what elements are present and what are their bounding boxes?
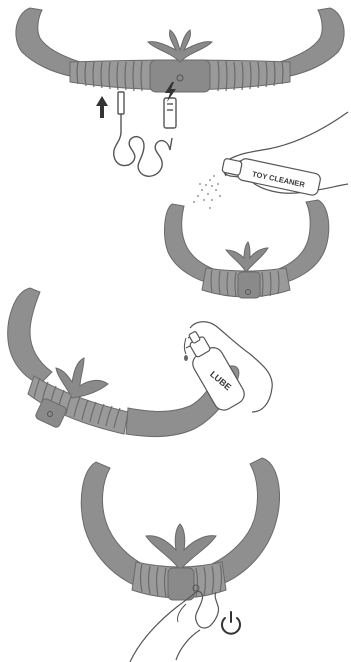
step-lube: LUBE bbox=[8, 288, 273, 436]
step-charging bbox=[16, 8, 344, 176]
device-clit-stimulator bbox=[146, 524, 216, 570]
step-cleaning: TOY CLEANER bbox=[165, 112, 348, 298]
step-power-on bbox=[81, 458, 279, 662]
device-clit-stimulator bbox=[148, 30, 212, 62]
power-icon bbox=[222, 612, 240, 634]
spray-mist bbox=[193, 175, 221, 209]
device-clit-stimulator bbox=[226, 242, 268, 272]
hand-outline bbox=[130, 591, 219, 662]
device-left-arm bbox=[8, 288, 52, 384]
device-center-hub bbox=[150, 60, 210, 92]
lube-drop bbox=[185, 338, 187, 354]
device-center-hub bbox=[168, 568, 194, 600]
lube-drop bbox=[184, 355, 188, 361]
toy-cleaner-bottle: TOY CLEANER bbox=[221, 154, 321, 196]
charging-cable bbox=[114, 92, 176, 176]
up-arrow-icon bbox=[96, 96, 108, 118]
